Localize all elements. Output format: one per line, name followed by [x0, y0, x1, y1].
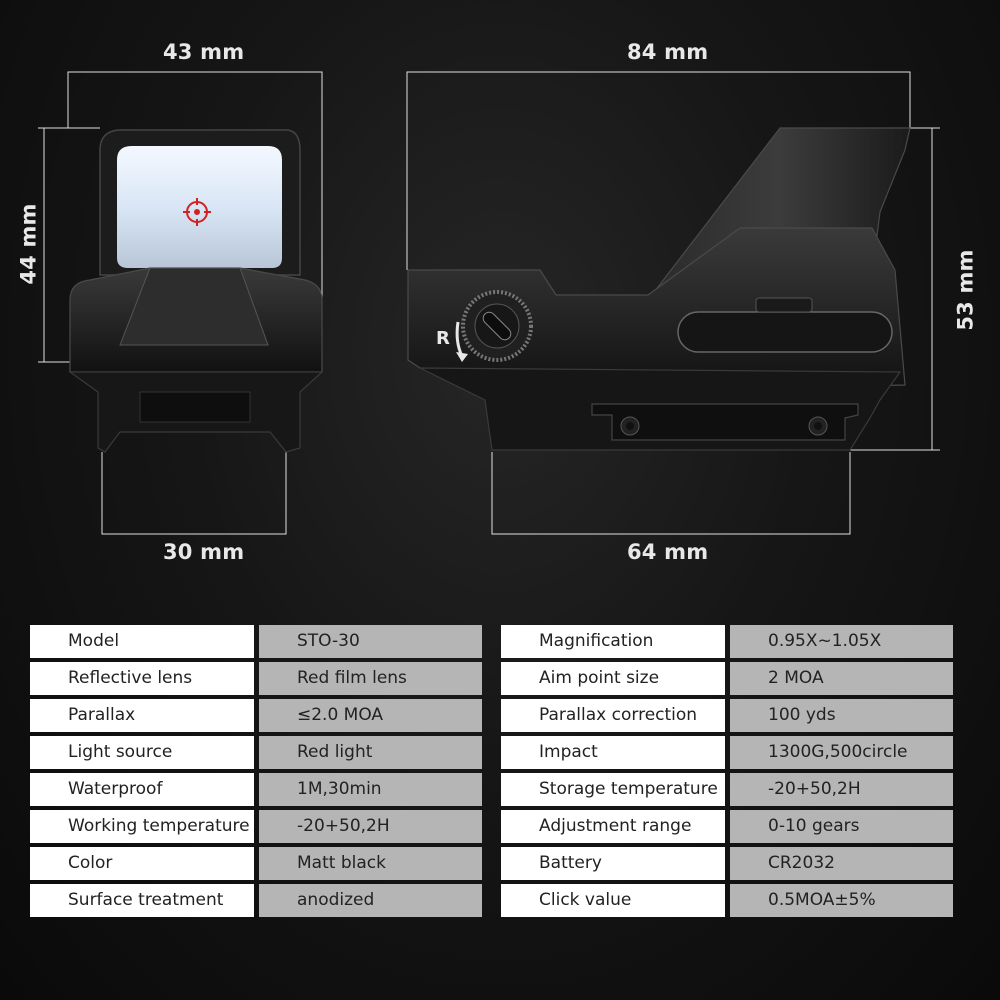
spec-value: anodized	[259, 884, 482, 917]
front-width-label: 43 mm	[163, 40, 245, 64]
spec-label: Surface treatment	[30, 884, 254, 917]
sight-diagram	[38, 71, 940, 535]
spec-value: Red film lens	[259, 662, 482, 695]
spec-label: Parallax	[30, 699, 254, 732]
spec-row: Light source Red light	[30, 736, 490, 769]
spec-value: -20+50,2H	[730, 773, 953, 806]
spec-value: 1M,30min	[259, 773, 482, 806]
spec-row: Parallax ≤2.0 MOA	[30, 699, 490, 732]
front-view	[68, 129, 324, 453]
spec-label: Light source	[30, 736, 254, 769]
spec-label: Click value	[501, 884, 725, 917]
spec-row: Battery CR2032	[501, 847, 961, 880]
spec-label: Adjustment range	[501, 810, 725, 843]
spec-value: 0-10 gears	[730, 810, 953, 843]
spec-label: Working temperature	[30, 810, 254, 843]
spec-value: 0.95X~1.05X	[730, 625, 953, 658]
spec-row: Surface treatment anodized	[30, 884, 490, 917]
spec-label: Storage temperature	[501, 773, 725, 806]
side-base-label: 64 mm	[627, 540, 709, 564]
front-height-label: 44 mm	[16, 203, 41, 285]
spec-row: Impact 1300G,500circle	[501, 736, 961, 769]
spec-value: 1300G,500circle	[730, 736, 953, 769]
side-height-label: 53 mm	[953, 249, 978, 331]
knob-r-label: R	[436, 328, 451, 349]
spec-value: ≤2.0 MOA	[259, 699, 482, 732]
spec-row: Click value 0.5MOA±5%	[501, 884, 961, 917]
spec-value: STO-30	[259, 625, 482, 658]
spec-row: Adjustment range 0-10 gears	[501, 810, 961, 843]
side-view	[407, 127, 911, 451]
spec-label: Parallax correction	[501, 699, 725, 732]
dimension-lines	[38, 71, 940, 535]
spec-row: Color Matt black	[30, 847, 490, 880]
spec-row: Magnification 0.95X~1.05X	[501, 625, 961, 658]
spec-label: Reflective lens	[30, 662, 254, 695]
spec-label: Battery	[501, 847, 725, 880]
spec-row: Waterproof 1M,30min	[30, 773, 490, 806]
spec-row: Reflective lens Red film lens	[30, 662, 490, 695]
spec-value: 100 yds	[730, 699, 953, 732]
spec-row: Aim point size 2 MOA	[501, 662, 961, 695]
side-length-label: 84 mm	[627, 40, 709, 64]
front-base-label: 30 mm	[163, 540, 245, 564]
spec-label: Model	[30, 625, 254, 658]
spec-value: Matt black	[259, 847, 482, 880]
spec-value: 0.5MOA±5%	[730, 884, 953, 917]
spec-value: -20+50,2H	[259, 810, 482, 843]
spec-row: Storage temperature -20+50,2H	[501, 773, 961, 806]
spec-value: Red light	[259, 736, 482, 769]
spec-row: Parallax correction 100 yds	[501, 699, 961, 732]
spec-label: Impact	[501, 736, 725, 769]
spec-row: Working temperature -20+50,2H	[30, 810, 490, 843]
spec-label: Waterproof	[30, 773, 254, 806]
spec-row: Model STO-30	[30, 625, 490, 658]
spec-label: Magnification	[501, 625, 725, 658]
spec-label: Color	[30, 847, 254, 880]
spec-value: 2 MOA	[730, 662, 953, 695]
spec-value: CR2032	[730, 847, 953, 880]
reticle-icon	[183, 198, 211, 226]
spec-label: Aim point size	[501, 662, 725, 695]
